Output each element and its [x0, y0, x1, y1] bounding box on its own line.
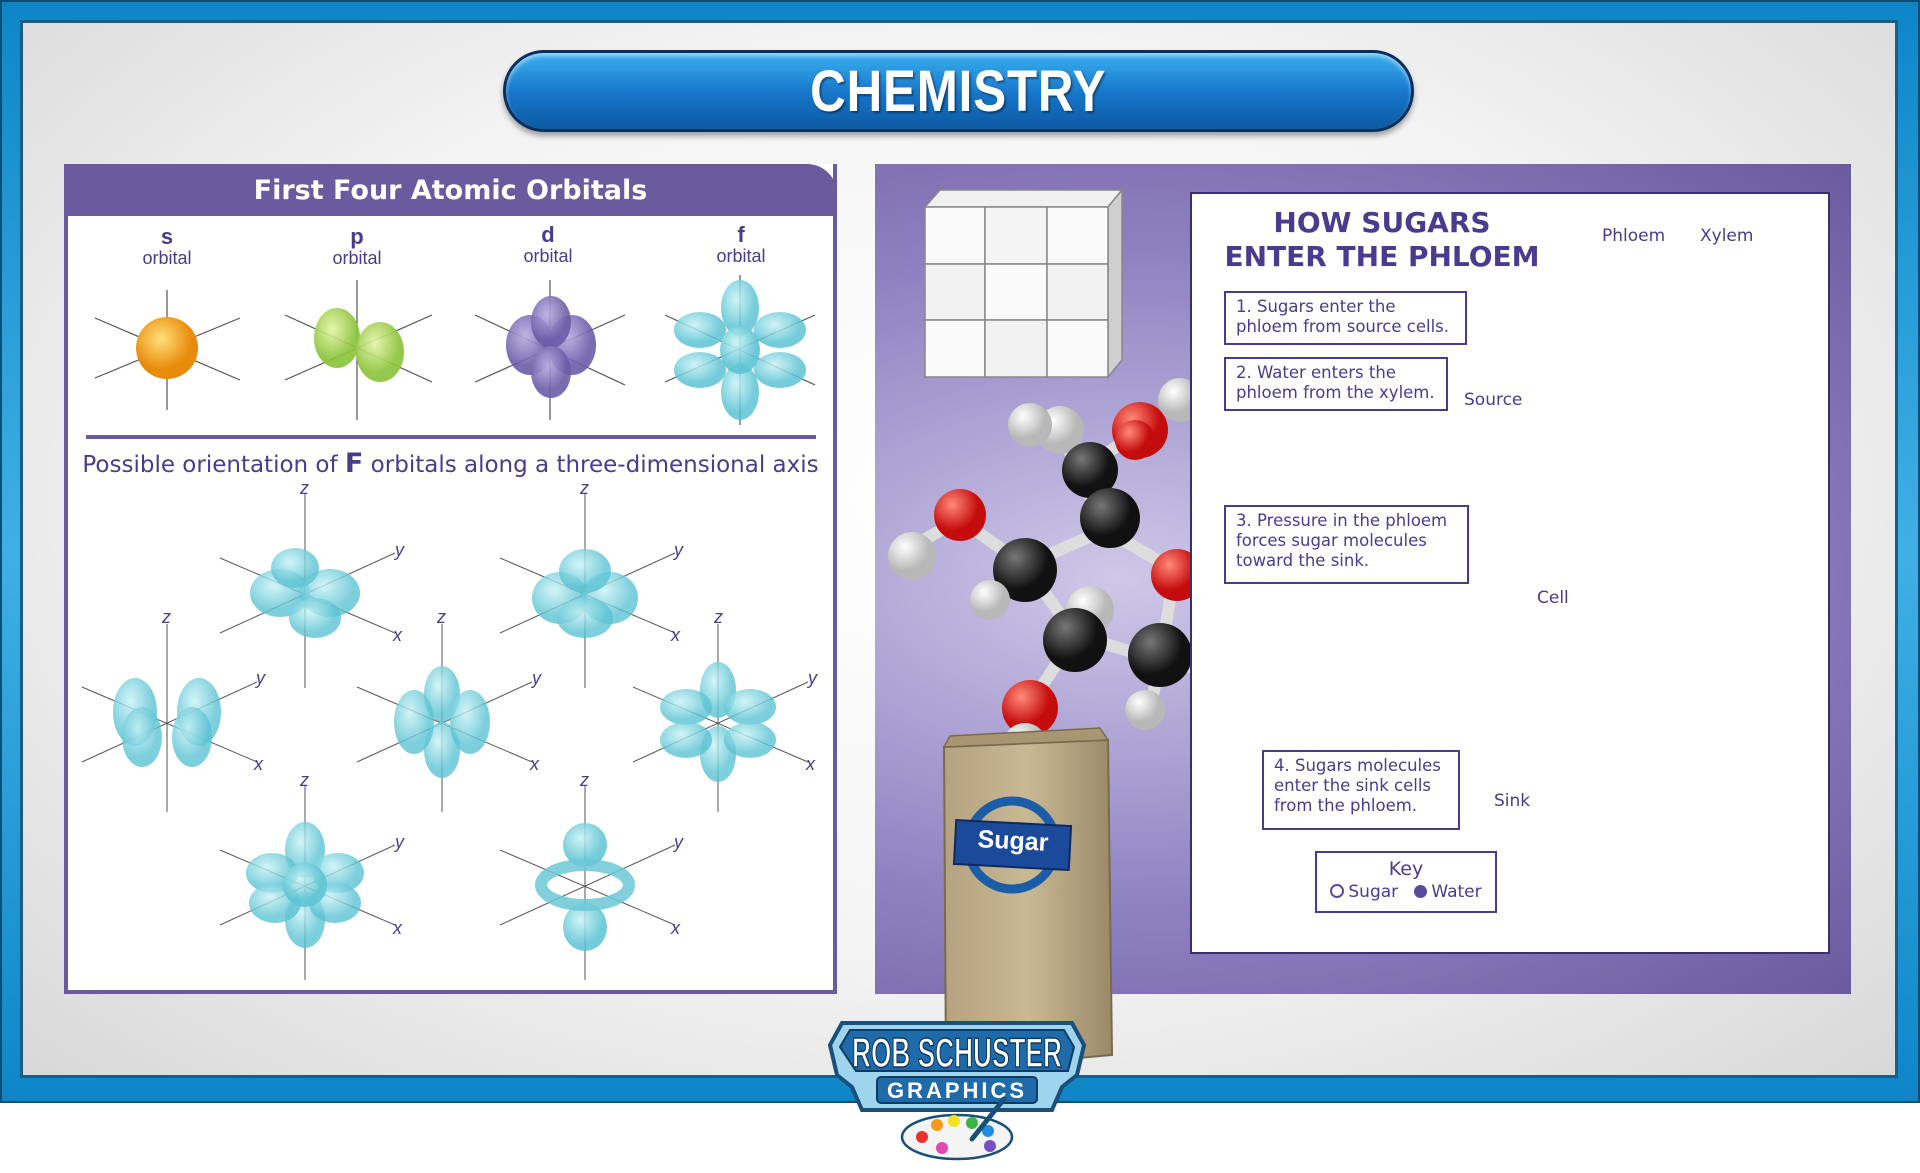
- axis-label-z: z: [162, 607, 171, 627]
- f-orientation-7: [499, 785, 676, 980]
- page-title: CHEMISTRY: [810, 58, 1107, 124]
- d-orbital-diagram: [474, 280, 626, 420]
- legend-water-label: Water: [1431, 882, 1482, 902]
- rob-schuster-graphics-logo: ROB SCHUSTER GRAPHICS: [827, 1021, 1087, 1161]
- axis-label-y: y: [256, 668, 265, 688]
- p-orbital-diagram: [284, 280, 433, 420]
- paintbrush-icon: [969, 1096, 1007, 1142]
- orbitals-panel: [64, 164, 837, 994]
- logo-line1: ROB SCHUSTER: [852, 1029, 1062, 1076]
- cell-label: Cell: [1537, 588, 1569, 608]
- axis-label-z: z: [300, 770, 309, 790]
- axis-label-x: x: [530, 754, 539, 774]
- orbitals-panel-header: First Four Atomic Orbitals: [64, 164, 837, 216]
- f-orientation-3: [81, 624, 258, 812]
- f-orientation-6: [219, 785, 396, 980]
- axis-label-x: x: [671, 918, 680, 938]
- legend-water-swatch: [1414, 885, 1428, 898]
- sugar-bag: [942, 727, 1114, 1072]
- axis-label-z: z: [580, 478, 589, 498]
- orientation-title: Possible orientation of F orbitals along…: [82, 448, 819, 479]
- axis-label-z: z: [437, 607, 446, 627]
- f-orientation-2: [499, 493, 676, 688]
- source-label: Source: [1464, 390, 1523, 410]
- legend-key: Key Sugar Water: [1315, 851, 1497, 913]
- sink-label: Sink: [1494, 791, 1531, 811]
- axis-label-x: x: [806, 754, 815, 774]
- axis-label-z: z: [300, 478, 309, 498]
- orbitals-panel-title: First Four Atomic Orbitals: [253, 174, 648, 206]
- legend-sugar-swatch: [1330, 884, 1345, 898]
- sugar-cubes: [923, 187, 1124, 380]
- axis-label-x: x: [254, 754, 263, 774]
- axis-label-x: x: [393, 918, 402, 938]
- axis-label-y: y: [674, 832, 683, 852]
- title-banner: CHEMISTRY: [503, 50, 1414, 132]
- legend-title: Key: [1388, 858, 1424, 880]
- xylem-label: Xylem: [1700, 226, 1754, 246]
- phloem-label: Phloem: [1602, 226, 1666, 246]
- sugar-bag-label: Sugar: [976, 825, 1050, 857]
- axis-label-x: x: [393, 625, 402, 645]
- legend-sugar-label: Sugar: [1348, 882, 1399, 902]
- axis-label-y: y: [532, 668, 541, 688]
- f-orientation-1: [219, 493, 396, 688]
- axis-label-y: y: [674, 540, 683, 560]
- axis-label-y: y: [808, 668, 817, 688]
- axis-label-y: y: [395, 540, 404, 560]
- section-divider: [86, 435, 816, 439]
- s-orbital-diagram: [94, 290, 241, 410]
- axis-label-z: z: [714, 607, 723, 627]
- f-orbital-diagram: [664, 275, 816, 425]
- f-orientation-5: [632, 624, 809, 812]
- axis-label-z: z: [580, 770, 589, 790]
- f-orientation-4: [356, 624, 533, 812]
- axis-label-x: x: [671, 625, 680, 645]
- axis-label-y: y: [395, 832, 404, 852]
